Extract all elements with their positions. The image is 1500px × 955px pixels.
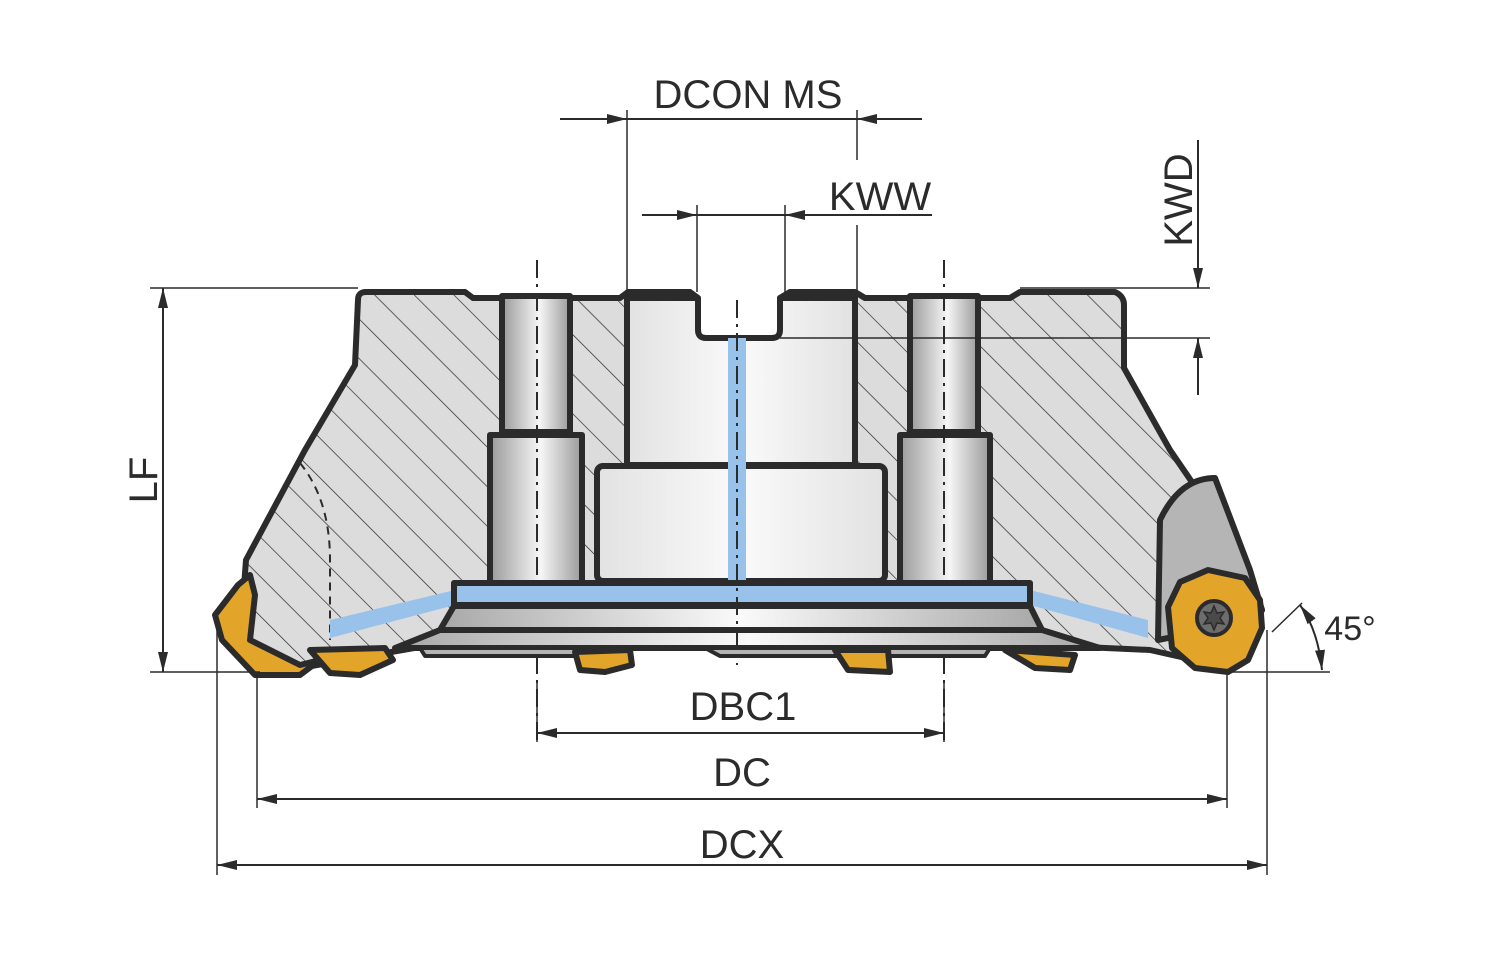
insert-right-2 (1002, 647, 1078, 673)
insert-mid-right (832, 647, 893, 675)
label-dc: DC (713, 751, 771, 795)
label-lf: LF (122, 457, 166, 504)
dim-angle: 45° (1232, 602, 1376, 673)
dim-kww: KWW (642, 175, 932, 292)
label-dcx: DCX (700, 823, 784, 867)
coolant-channels (330, 338, 1148, 638)
label-dbc1: DBC1 (690, 685, 797, 729)
bolt-hole-right (897, 260, 993, 745)
label-kww: KWW (829, 175, 931, 219)
label-angle: 45° (1324, 610, 1375, 648)
label-dcon-ms: DCON MS (654, 73, 843, 117)
dim-lf: LF (122, 287, 358, 673)
torx-screw-icon (1195, 599, 1233, 637)
dim-kwd: KWD (780, 140, 1210, 395)
label-kwd: KWD (1157, 153, 1201, 246)
cutting-inserts (212, 567, 1265, 678)
insert-left-2 (307, 645, 396, 678)
insert-mid-left (572, 647, 635, 675)
dim-dcon-ms: DCON MS (560, 73, 922, 296)
dim-dbc1: DBC1 (536, 680, 945, 742)
bolt-hole-left (487, 260, 585, 745)
hidden-edge-line (299, 462, 331, 640)
dim-dc: DC (256, 672, 1228, 808)
base-plate (392, 580, 1103, 658)
dim-dcx: DCX (216, 630, 1268, 875)
